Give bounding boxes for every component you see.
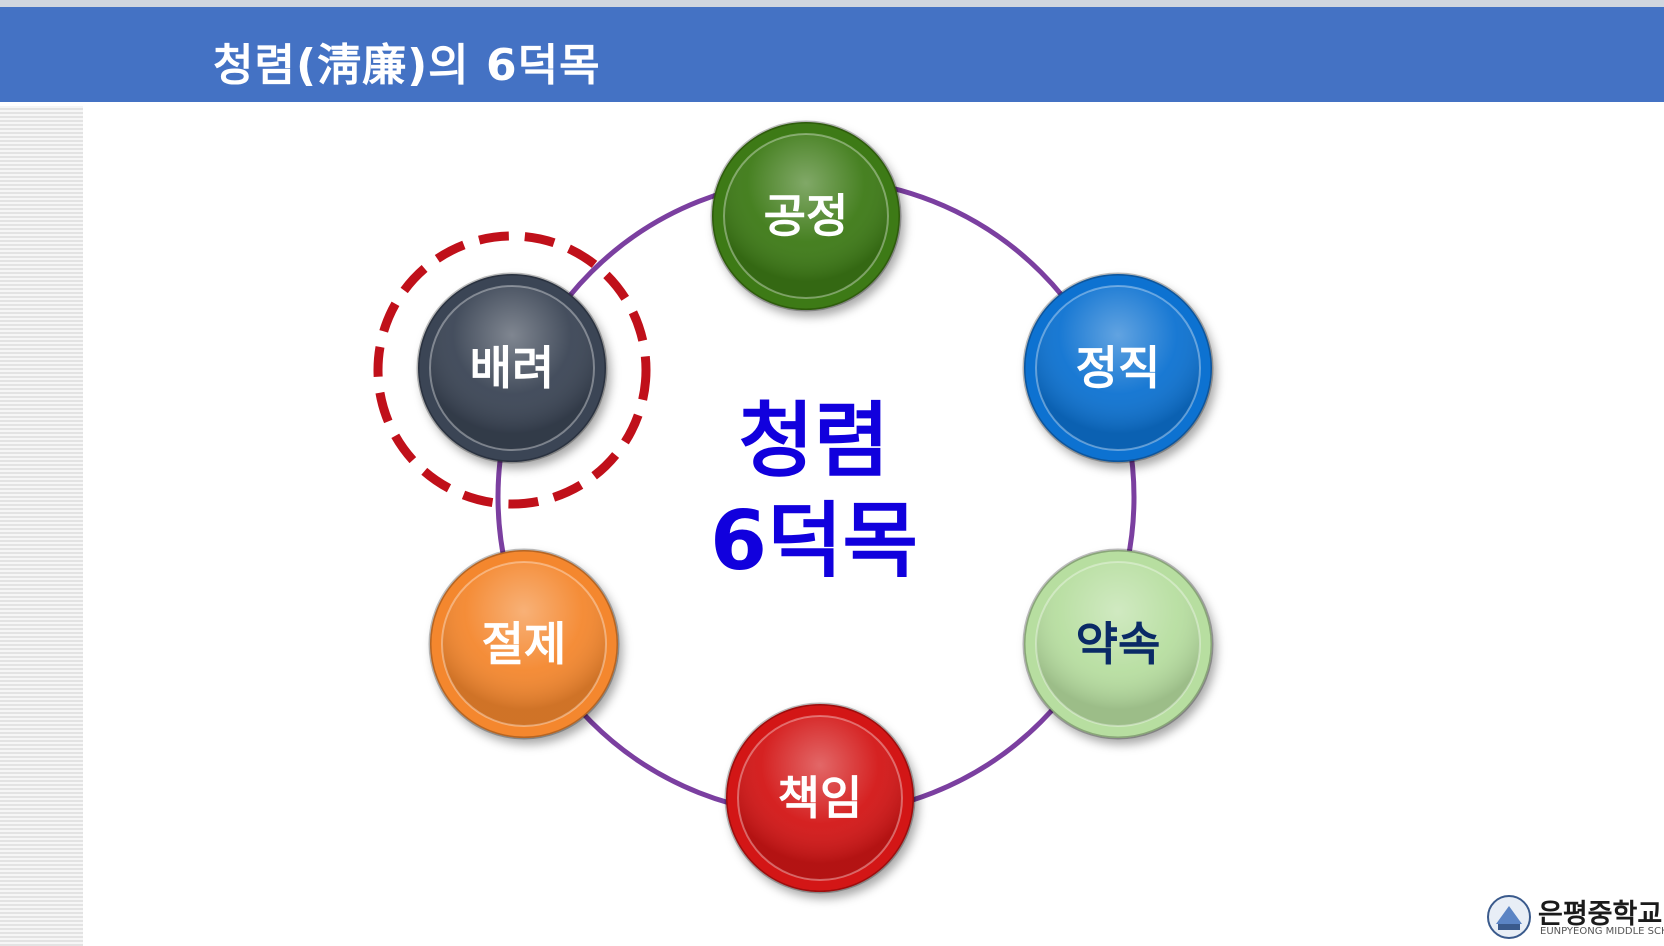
school-logo: 은평중학교 EUNPYEONG MIDDLE SCHOOL bbox=[1484, 890, 1664, 946]
slide-title: 청렴(淸廉)의 6덕목 bbox=[213, 40, 601, 91]
title-bar: 청렴(淸廉)의 6덕목 bbox=[0, 7, 1664, 102]
virtue-node-6: 배려 bbox=[416, 272, 608, 464]
center-label-line1: 청렴 bbox=[738, 394, 890, 489]
virtue-circle-gloss bbox=[1035, 561, 1201, 727]
school-name: 은평중학교 bbox=[1538, 899, 1663, 930]
virtue-circle-gloss bbox=[723, 133, 889, 299]
center-label-line2: 6덕목 bbox=[710, 494, 918, 589]
virtue-circle-gloss bbox=[429, 285, 595, 451]
virtue-label: 약속 bbox=[1076, 617, 1161, 671]
virtue-node-3: 약속 bbox=[1022, 548, 1214, 740]
virtue-node-5: 절제 bbox=[428, 548, 620, 740]
school-emblem-icon bbox=[1487, 895, 1531, 939]
virtue-circle-gloss bbox=[441, 561, 607, 727]
school-subtitle: EUNPYEONG MIDDLE SCHOOL bbox=[1540, 926, 1664, 937]
virtue-label: 배려 bbox=[470, 341, 555, 395]
virtue-label: 공정 bbox=[764, 189, 849, 243]
virtue-label: 절제 bbox=[482, 617, 567, 671]
virtue-node-1: 공정 bbox=[710, 120, 902, 312]
virtue-node-4: 책임 bbox=[724, 702, 916, 894]
virtue-label: 책임 bbox=[778, 771, 863, 825]
virtue-node-2: 정직 bbox=[1022, 272, 1214, 464]
side-decoration bbox=[0, 106, 83, 946]
top-border bbox=[0, 0, 1664, 7]
highlight-dashed-circle bbox=[373, 231, 651, 509]
virtue-circle-gloss bbox=[1035, 285, 1201, 451]
center-label: 청렴 6덕목 bbox=[654, 392, 974, 592]
virtue-circle-gloss bbox=[737, 715, 903, 881]
virtue-label: 정직 bbox=[1076, 341, 1161, 395]
